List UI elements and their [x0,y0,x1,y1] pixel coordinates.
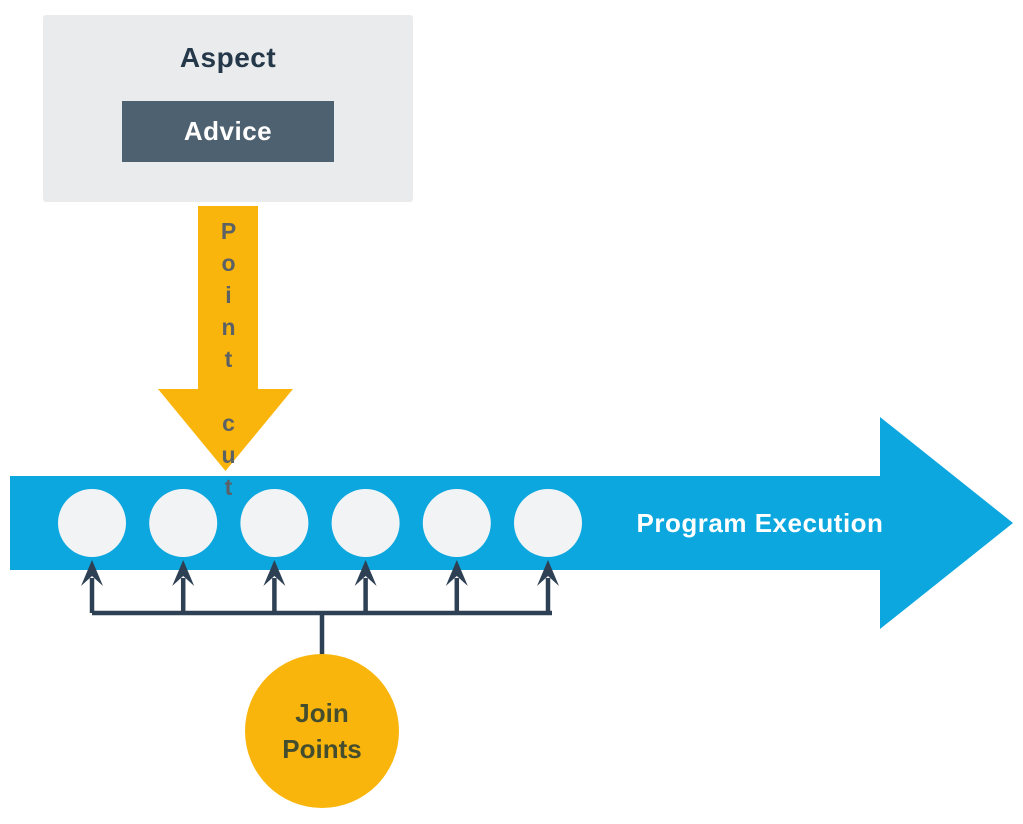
bracket-up-arrows [81,560,559,613]
up-arrowhead-icon [445,560,468,586]
up-arrowhead-icon [172,560,195,586]
up-arrowhead-icon [354,560,377,586]
up-arrowhead-icon [537,560,559,586]
join-points-label: Join Points [242,651,402,811]
up-arrowhead-icon [81,560,103,586]
advice-box: Advice [122,101,334,162]
join-point-circle [331,489,400,557]
program-execution-arrow-shape [10,417,1013,629]
join-point-circle [422,489,491,557]
join-point-circle [514,489,582,557]
join-point-circle [149,489,218,557]
join-point-circles [58,489,582,557]
join-point-circle [58,489,126,557]
program-execution-label: Program Execution [636,507,884,538]
advice-label: Advice [183,116,273,146]
join-point-circle [240,489,309,557]
up-arrowhead-icon [263,560,286,586]
aspect-title: Aspect [179,42,277,73]
pointcut-down-arrow-icon [158,206,293,471]
pointcut-label: Point cut [215,218,242,506]
aspect-box: Aspect Advice [43,15,413,202]
join-points-circle [245,654,399,808]
join-points-label-text: Join Points [282,698,362,764]
